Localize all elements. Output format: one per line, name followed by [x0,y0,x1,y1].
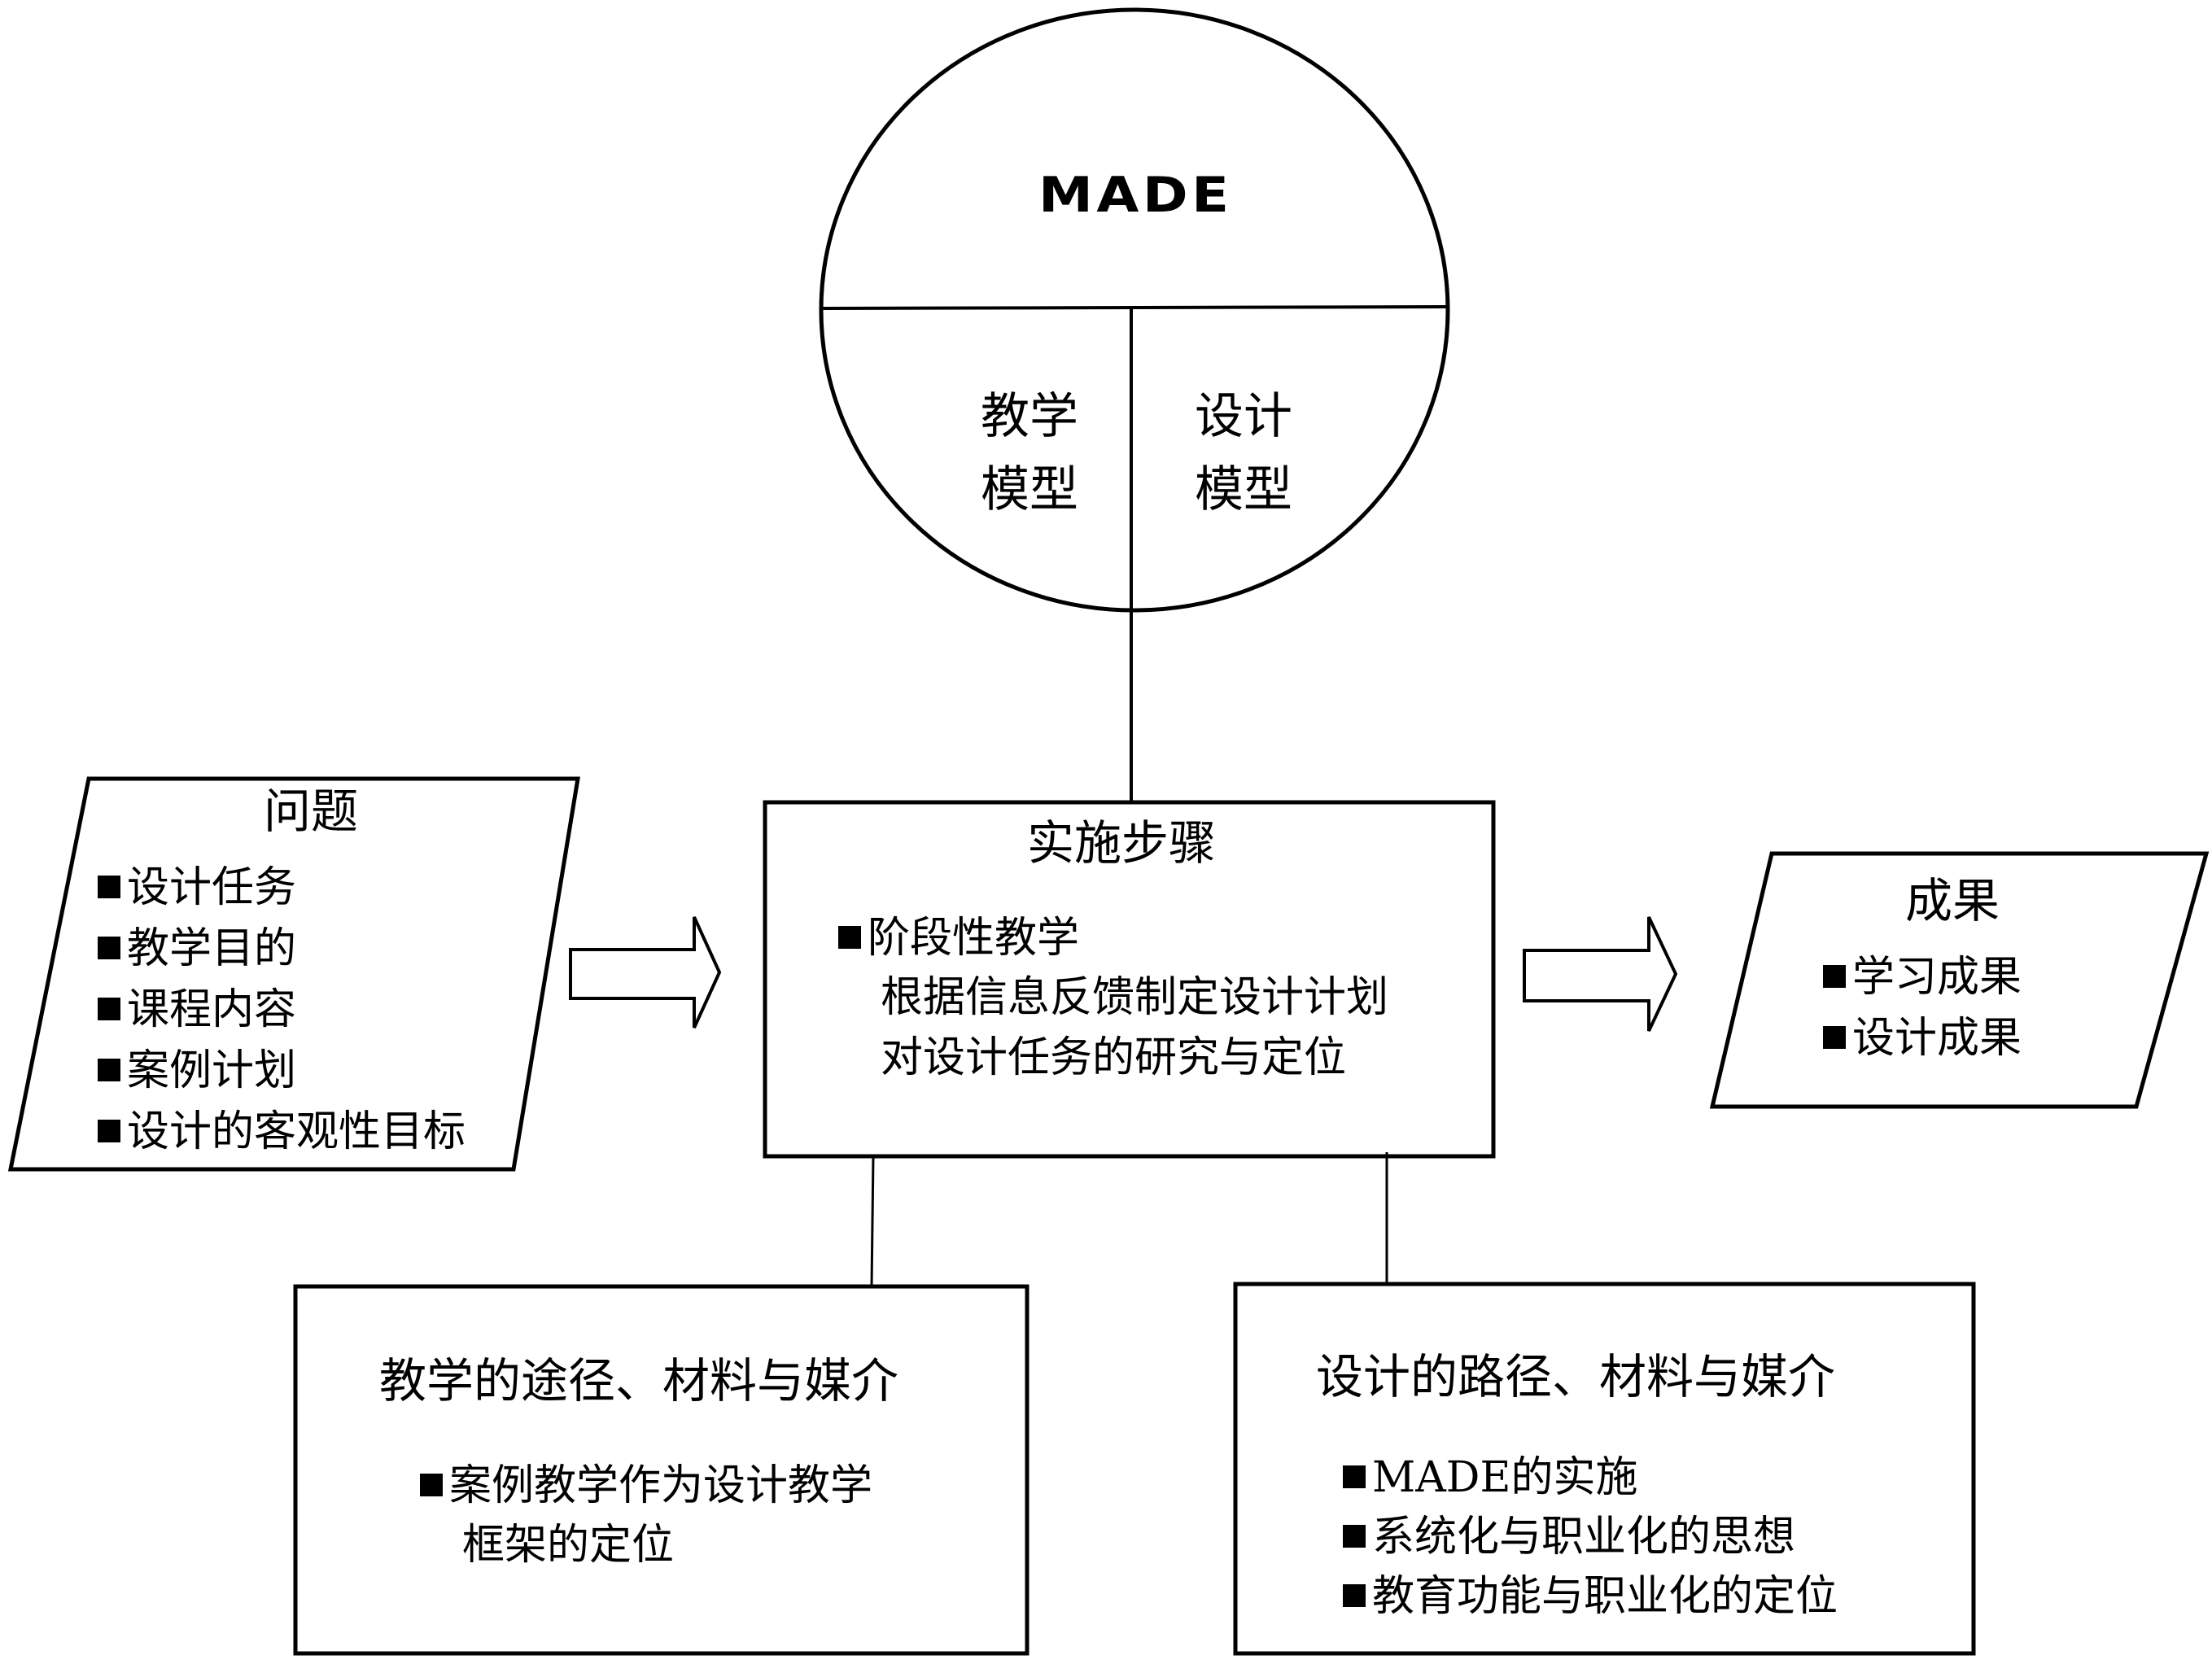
steps-bullet: 阶段性教学 [838,917,1079,959]
problem-title: 问题 [264,784,359,839]
bullet-square-icon [1823,965,1846,988]
problem-item: 课程内容 [98,989,296,1031]
connector-steps-to-teaching [870,1155,875,1287]
results-item: 学习成果 [1823,956,2022,998]
problem-item: 教学目的 [98,928,296,970]
design-media-item: 教育功能与职业化的定位 [1343,1575,1838,1618]
made-circle [819,7,1450,613]
teaching-media-bullet: 案例教学作为设计教学 [420,1465,872,1507]
steps-line: 对设计任务的研究与定位 [881,1033,1347,1082]
design-media-item: 系统化与职业化的思想 [1343,1516,1795,1558]
design-model-line-1: 设计 [1195,388,1292,445]
bullet-square-icon [98,1120,120,1142]
teaching-media-box [293,1284,1029,1656]
teaching-model-line-2: 模型 [981,461,1078,518]
teaching-model-label: 教学 模型 [973,380,1086,526]
arrow-right-icon [1523,916,1678,1032]
bullet-square-icon [1823,1026,1846,1049]
bullet-square-icon [98,998,120,1020]
bullet-square-icon [1343,1584,1366,1607]
design-model-line-2: 模型 [1195,461,1292,518]
teaching-model-line-1: 教学 [981,388,1078,445]
steps-line: 根据信息反馈制定设计计划 [881,973,1389,1022]
made-title: MADE [1038,167,1233,224]
design-media-title: 设计的路径、材料与媒介 [1316,1349,1836,1404]
results-title: 成果 [1905,873,2000,928]
problem-parallelogram [7,776,580,1172]
problem-item: 案例计划 [98,1050,296,1092]
problem-item: 设计的客观性目标 [98,1111,466,1153]
bullet-square-icon [1343,1525,1366,1548]
bullet-square-icon [98,1059,120,1081]
problem-item: 设计任务 [98,867,296,909]
teaching-media-continuation: 框架的定位 [462,1521,675,1570]
bullet-square-icon [1343,1465,1366,1488]
results-item: 设计成果 [1823,1017,2022,1059]
circle-horizontal-divider [820,305,1449,310]
steps-title: 实施步骤 [1027,815,1217,871]
bullet-square-icon [98,876,120,898]
bullet-square-icon [838,926,861,949]
teaching-media-title: 教学的途径、材料与媒介 [379,1353,899,1409]
steps-box [763,800,1496,1159]
bullet-square-icon [98,937,120,959]
design-media-item: MADE的实施 [1343,1457,1637,1499]
arrow-right-icon [569,916,722,1029]
design-model-label: 设计 模型 [1187,380,1301,526]
bullet-square-icon [420,1474,443,1496]
